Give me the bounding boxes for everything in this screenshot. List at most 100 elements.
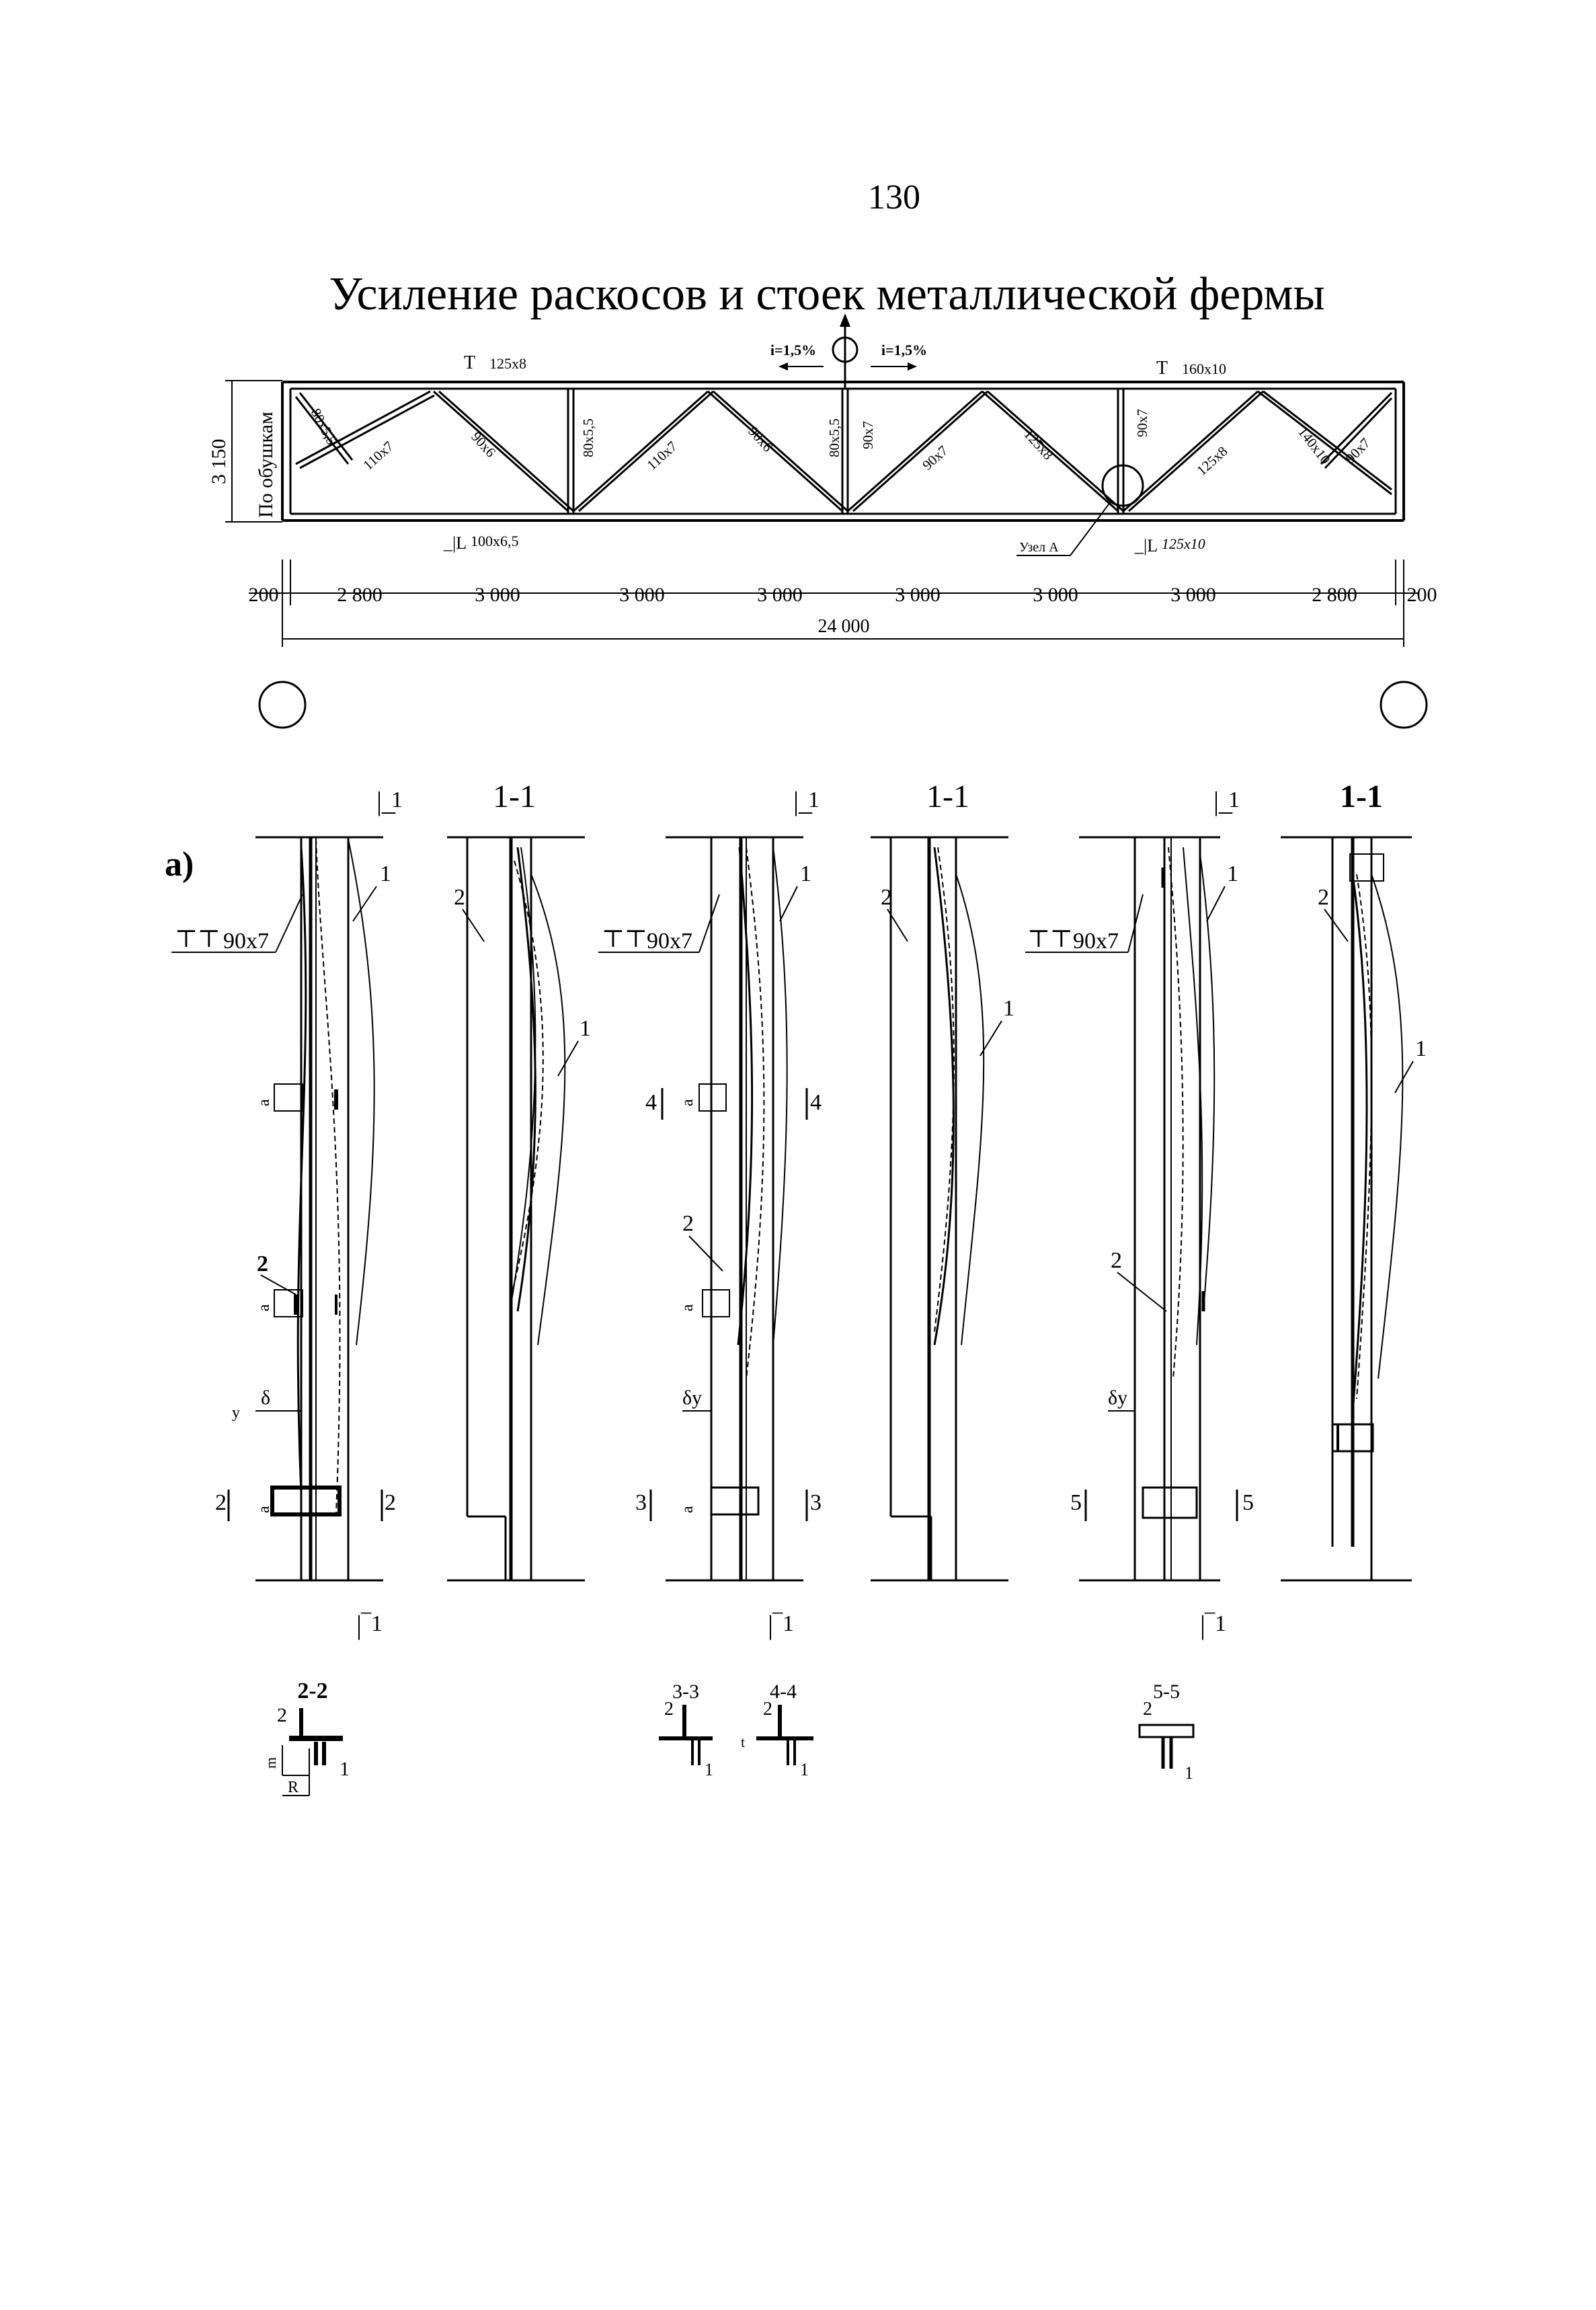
gap-label: δ bbox=[261, 1387, 270, 1409]
double-tee-icon: ⊤⊤ bbox=[1027, 925, 1073, 952]
element-2-label: 2 bbox=[257, 1252, 268, 1276]
tee-icon: T bbox=[1156, 358, 1168, 379]
tee-icon: T bbox=[464, 352, 475, 373]
element-1-label: 1 bbox=[1003, 996, 1014, 1021]
support-left-icon bbox=[258, 681, 307, 729]
element-2-label: 2 bbox=[682, 1211, 694, 1236]
node-a-leader bbox=[1070, 501, 1111, 556]
weld-label: a bbox=[255, 1304, 273, 1311]
panel-3-section bbox=[1281, 836, 1412, 1582]
section-mark: 1 bbox=[1215, 1611, 1226, 1636]
slope-right: i=1,5% bbox=[881, 342, 927, 358]
weld-label: a bbox=[255, 1506, 273, 1513]
weld-label: a bbox=[679, 1506, 696, 1513]
y-label: y bbox=[232, 1404, 240, 1422]
cut-label: 5 bbox=[1070, 1490, 1082, 1515]
slope-arrow-left-icon bbox=[779, 362, 788, 371]
span-dim: 3 000 bbox=[1170, 584, 1216, 606]
top-chord-right-label: 160x10 bbox=[1182, 360, 1226, 377]
panel-2-section bbox=[871, 836, 1008, 1582]
member-label: 80x5,5 bbox=[308, 406, 340, 447]
element-2-label: 2 bbox=[454, 885, 465, 910]
span-ticks bbox=[282, 560, 1404, 647]
element-2-label: 2 bbox=[664, 1699, 674, 1720]
section-mark-corner-icon: |_ bbox=[793, 786, 813, 816]
section-5-5-shape bbox=[1138, 1724, 1195, 1769]
double-tee-icon: ⊤⊤ bbox=[175, 925, 221, 952]
element-1-label: 1 bbox=[1227, 861, 1238, 886]
dim-m-label: m bbox=[262, 1757, 279, 1769]
top-chord-left-label: 125x8 bbox=[489, 355, 526, 372]
double-angle-icon: _|L bbox=[443, 533, 467, 553]
member-label: 90x6 bbox=[468, 428, 499, 460]
span-dim: 200 bbox=[249, 584, 279, 606]
profile-label: 90x7 bbox=[223, 929, 269, 954]
element-2-label: 2 bbox=[881, 885, 892, 910]
section-title: 1-1 bbox=[1340, 779, 1383, 814]
panel-3-elevation bbox=[1079, 836, 1220, 1582]
section-mark-corner-icon: |‾ bbox=[768, 1610, 783, 1640]
drawing-title: Усиление раскосов и стоек металлической … bbox=[329, 268, 1324, 320]
member-label: 90x7 bbox=[1342, 435, 1373, 467]
element-2-label: 2 bbox=[763, 1699, 772, 1720]
cross-section-title: 4-4 bbox=[770, 1681, 797, 1703]
double-angle-icon: _|L bbox=[1134, 536, 1158, 555]
span-dim: 3 000 bbox=[475, 584, 520, 606]
span-dim: 3 000 bbox=[1033, 584, 1078, 606]
cut-label: 3 bbox=[810, 1490, 822, 1515]
truss-diagram: i=1,5% i=1,5% T 125x8 T 160x10 _|L 100x6… bbox=[208, 313, 1437, 729]
variant-label: а) bbox=[165, 845, 194, 884]
element-1-label: 1 bbox=[1415, 1036, 1427, 1061]
section-mark-corner-icon: |_ bbox=[376, 786, 396, 816]
cut-label: 3 bbox=[635, 1490, 647, 1515]
section-mark-corner-icon: |_ bbox=[1213, 786, 1233, 816]
section-3-3-shape bbox=[659, 1705, 713, 1765]
ridge-circle-icon bbox=[832, 336, 859, 363]
node-a-marker bbox=[1101, 464, 1144, 507]
element-1-label: 1 bbox=[1185, 1763, 1193, 1783]
bottom-chord-left-label: 100x6,5 bbox=[471, 533, 519, 549]
section-mark: 1 bbox=[808, 787, 820, 812]
gap-label: δу bbox=[1108, 1387, 1127, 1409]
dim-t-label: t bbox=[741, 1734, 745, 1750]
cross-section-title: 2-2 bbox=[297, 1679, 327, 1703]
bottom-chord-right-label: 125x10 bbox=[1162, 535, 1205, 552]
slope-arrow-right-icon bbox=[908, 362, 917, 371]
element-2-label: 2 bbox=[1143, 1699, 1152, 1720]
cut-label: 2 bbox=[385, 1490, 396, 1515]
page-number: 130 bbox=[868, 178, 920, 217]
section-2-2-shape bbox=[282, 1708, 343, 1796]
node-a-label: Узел А bbox=[1019, 540, 1059, 555]
member-label: 90x7 bbox=[1134, 409, 1150, 437]
member-label: 80x5,5 bbox=[580, 418, 596, 457]
element-2-label: 2 bbox=[1111, 1248, 1122, 1273]
cut-label: 5 bbox=[1242, 1490, 1254, 1515]
truss-diagonals bbox=[294, 390, 1393, 512]
weld-label: a bbox=[679, 1099, 696, 1106]
gap-label: δу bbox=[682, 1387, 702, 1409]
element-1-label: 1 bbox=[580, 1016, 591, 1041]
section-mark: 1 bbox=[371, 1611, 383, 1636]
cut-label: 2 bbox=[215, 1490, 227, 1515]
truss-verticals bbox=[567, 389, 1125, 514]
ridge-arrow-icon bbox=[840, 313, 850, 327]
section-mark-corner-icon: |‾ bbox=[356, 1610, 372, 1640]
span-dim: 2 800 bbox=[1312, 584, 1357, 606]
height-label: По обушкам bbox=[255, 412, 277, 518]
double-tee-icon: ⊤⊤ bbox=[602, 925, 647, 952]
element-2-label: 2 bbox=[1318, 885, 1329, 910]
section-4-4-shape bbox=[756, 1705, 813, 1765]
section-mark: 1 bbox=[391, 787, 403, 812]
member-label: 90x7 bbox=[860, 421, 876, 449]
weld-label: a bbox=[679, 1304, 696, 1311]
cut-label: 4 bbox=[645, 1090, 657, 1115]
span-dim: 3 000 bbox=[895, 584, 941, 606]
member-label: 110x7 bbox=[360, 438, 397, 473]
weld-label: a bbox=[255, 1099, 273, 1106]
cross-section-title: 3-3 bbox=[672, 1681, 699, 1703]
element-1-label: 1 bbox=[705, 1760, 713, 1779]
element-1-label: 1 bbox=[380, 861, 391, 886]
section-title: 1-1 bbox=[926, 779, 969, 814]
total-length: 24 000 bbox=[818, 616, 870, 637]
